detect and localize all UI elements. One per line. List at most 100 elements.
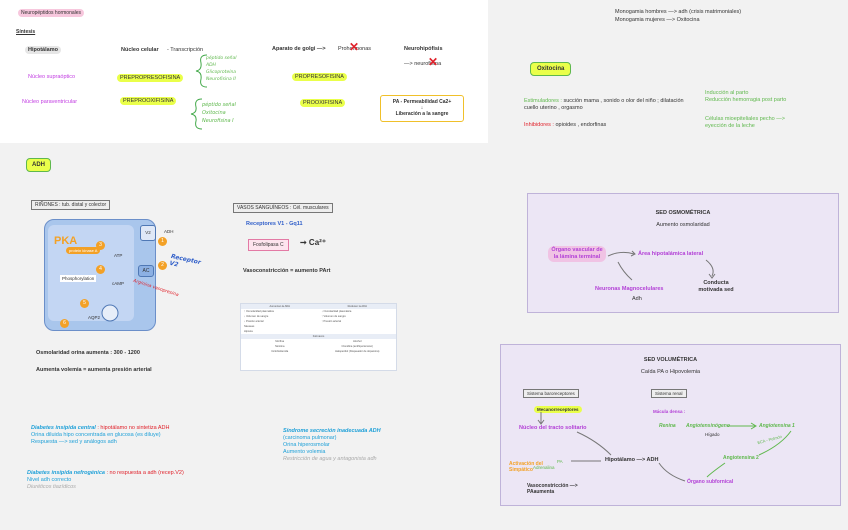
hipotalamo-adh: Hipotálamo —> ADH — [605, 457, 659, 463]
header-neurohipofisis: Neurohipófisis — [404, 46, 443, 52]
hand-bottom-1: péptido señal — [202, 102, 236, 108]
table-cell: ↑ Volumen de sangre — [321, 315, 346, 318]
hand-v2: Receptor V2 — [168, 253, 202, 269]
nefro-l2: Diuréticos tiazídicos — [27, 484, 76, 490]
calcium-arrow-icon: ➞ Ca²⁺ — [300, 238, 327, 247]
induccion-2: Reducción hemorragia post parto — [705, 97, 787, 103]
nucleo-tracto: Núcleo del tracto solitario — [519, 425, 587, 431]
siadh-l1: (carcinoma pulmonar) — [283, 435, 337, 441]
table-cell: Morfina — [275, 340, 285, 343]
diabetes-nefro: Diabetes insípida nefrogénica : no respu… — [27, 470, 184, 491]
siadh-title: Síndrome secreción inadecuada ADH — [283, 428, 381, 434]
table-cell — [319, 329, 397, 334]
step-2-icon: 2 — [158, 261, 167, 270]
cross-mark-icon-2: ✕ — [428, 55, 439, 69]
fosfolipasa-box: Fosfolipasa C — [248, 239, 289, 251]
inhibidores-block: Inhibidores : opioides , endorfinas — [524, 122, 606, 128]
siadh-block: Síndrome secreción inadecuada ADH (carci… — [283, 428, 381, 463]
celulas-1: Células mioepiteliales pecho —> — [705, 116, 785, 122]
sistema-baro: Sistema baroreceptores — [523, 389, 579, 398]
table-head-2: Reducen la ADH — [347, 305, 367, 308]
angiotensina-1: Angiotensina 1 — [759, 423, 795, 429]
table-cell: Náuseas — [244, 325, 255, 328]
sed-osmo-title: SED OSMOMÉTRICA — [655, 210, 711, 216]
pa-box-line1: PA - Permeabilidad Ca2+ — [392, 99, 452, 105]
sintesis-label: Síntesis — [16, 29, 36, 35]
siadh-l2: Orina hiperosmolar — [283, 442, 330, 448]
diabetes-central: Diabetes insípida central : hipotálamo n… — [31, 425, 170, 446]
adh-label: ADH — [26, 158, 51, 172]
hand-top-2: ADH — [206, 63, 216, 68]
hand-bottom-3: Neurofisina I — [202, 118, 234, 124]
table-cell: Nicotina — [275, 345, 285, 348]
renina: Renina — [659, 423, 676, 429]
pa-label: PA — [557, 459, 563, 464]
receptores-v1: Receptores V1 - Gq11 — [246, 221, 303, 227]
central-l2: Respuesta —> sed y análogos adh — [31, 439, 117, 445]
step-4-icon: 4 — [96, 265, 105, 274]
preprooxifisina: PREPROOXIFISINA — [120, 97, 177, 105]
vasoconstriccion-pa: Vasoconstricción —> PAaumenta — [527, 483, 578, 495]
activacion-simpatico: Activación del Simpático — [509, 461, 543, 473]
celulas-block: Células mioepiteliales pecho —> eyección… — [705, 116, 785, 130]
camp-label: cAMP — [112, 281, 125, 286]
cross-mark-icon: ✕ — [349, 40, 360, 54]
organo-vascular: Órgano vascular de la lámina terminal — [548, 246, 606, 262]
central-desc: : hipotálamo no sintetiza ADH — [97, 425, 170, 431]
hand-bottom-list: péptido señal Oxitocina Neurofisina I — [202, 101, 236, 125]
nefro-desc: : no respuesta a adh (recep.V2) — [106, 470, 184, 476]
step-6-icon: 6 — [60, 319, 69, 328]
induccion-1: Inducción al parto — [705, 90, 749, 96]
area-hipotalamica: Área hipotalámica lateral — [638, 251, 704, 257]
inhibidores-text: opioides , endorfinas — [555, 122, 607, 128]
top-page: Neuropéptidos hormonales Síntesis Hipotá… — [0, 0, 488, 143]
table-cell: Clonidina (antihipertensivo) — [341, 345, 373, 348]
neurohip-suffix: —> neurofisina — [404, 61, 442, 67]
prepropresofisina: PREPROPRESOFISINA — [117, 74, 184, 82]
v2-receptor: V2 — [140, 225, 156, 241]
table-cell: Hipoxia — [244, 330, 253, 333]
nefro-l1: Nivel adh correcto — [27, 477, 72, 483]
header-hipotalamo: Hipotálamo — [25, 46, 61, 54]
table-cell: ↓ Osmolaridad plasmática — [321, 310, 352, 313]
table-subhead: Fármacos — [241, 334, 396, 339]
protein-kinase-label: protein kinase A — [66, 247, 101, 254]
hand-top-4: Neurofisina II — [206, 77, 236, 82]
angiotensina-2: Angiotensina 2 — [723, 455, 759, 461]
propresofisina: PROPRESOFISINA — [292, 73, 347, 81]
pa-box: PA - Permeabilidad Ca2+ ↓ Liberación a l… — [380, 95, 464, 122]
nucleo-paraventricular: Núcleo paraventricular — [22, 99, 78, 105]
central-l1: Orina diluida hipo concentrada en glucos… — [31, 432, 161, 438]
cycle-arrows-icon — [607, 250, 716, 281]
prooxifisina: PROOXIFISINA — [300, 99, 346, 107]
angiotensinogeno: Angiotensinógeno — [686, 423, 730, 429]
central-title: Diabetes insípida central — [31, 425, 96, 431]
hand-top-3: Glicoproteína — [206, 70, 237, 75]
aqp2-label: AQP2 — [88, 315, 101, 320]
ac-label: AC — [142, 268, 150, 274]
step-5-icon: 5 — [80, 299, 89, 308]
higado: Hígado — [705, 432, 720, 437]
sed-osmo-adh: Adh — [632, 296, 642, 302]
transcripcion: - Transcripción — [167, 47, 204, 53]
sed-osmo-subtitle: Aumento osmolaridad — [656, 222, 710, 228]
neuronas: Neuronas Magnocelulares — [595, 286, 664, 292]
header-nucleo: Núcleo celular — [121, 47, 159, 53]
organo-subfornical: Órgano subfornical — [687, 479, 734, 485]
hand-top-list: péptido señal ADH Glicoproteína Neurofis… — [206, 55, 237, 83]
v2-label: V2 — [145, 230, 151, 235]
nucleo-supraoptico: Núcleo supraóptico — [28, 74, 76, 80]
sistema-renal: Sistema renal — [651, 389, 687, 398]
atp-label: ATP — [114, 253, 123, 258]
siadh-l3: Aumento volemia — [283, 449, 326, 455]
sed-vol-subtitle: Caída PA o Hipovolemia — [640, 369, 701, 375]
monogamia-line1: Monogamia hombres —> adh (crisis matrimo… — [615, 9, 742, 15]
brace-bottom-icon — [190, 98, 203, 130]
nefro-title: Diabetes insípida nefrogénica — [27, 470, 105, 476]
estimuladores-block: Estimuladores : succión mama , sonido o … — [524, 98, 684, 112]
mecanorreceptores: Mecanorreceptores — [534, 406, 582, 413]
vasos-label: VASOS SANGUÍNEOS : Cél. musculares — [233, 203, 333, 213]
pka-label: PKA — [54, 235, 78, 247]
cell-diagram: PKA protein kinase A Phosphorylation ATP… — [40, 215, 174, 337]
flow-arrows-icon — [537, 412, 792, 482]
